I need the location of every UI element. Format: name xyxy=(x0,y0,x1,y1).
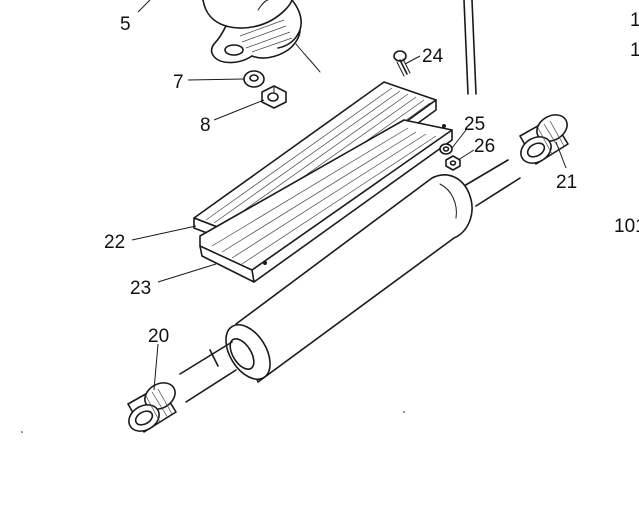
silencer-tube xyxy=(179,159,521,403)
vertical-rod xyxy=(463,0,477,95)
part-25-washer xyxy=(439,143,453,155)
part-24-bolt xyxy=(393,50,411,77)
part-21-sleeve xyxy=(519,114,569,165)
leader-22 xyxy=(131,225,197,241)
leader-24 xyxy=(404,55,421,65)
leader-20 xyxy=(153,343,159,391)
leader-21 xyxy=(555,141,567,169)
callout-26: 26 xyxy=(474,136,495,157)
part-7-washer xyxy=(243,70,265,88)
leader-5 xyxy=(137,0,151,13)
callout-edge-mid: 1 xyxy=(630,40,639,61)
leader-8 xyxy=(213,99,265,121)
callout-8: 8 xyxy=(200,115,211,136)
leader-25 xyxy=(451,129,467,149)
part-23-plate xyxy=(199,119,453,283)
callout-21: 21 xyxy=(556,172,577,193)
callout-7: 7 xyxy=(173,72,184,93)
callout-25: 25 xyxy=(464,114,485,135)
leader-23 xyxy=(157,263,217,283)
part-8-nut xyxy=(261,85,287,109)
part-20-sleeve xyxy=(127,382,177,433)
callout-5: 5 xyxy=(120,14,131,35)
leader-7 xyxy=(187,78,245,81)
part-26-nut xyxy=(445,155,461,171)
callout-23: 23 xyxy=(130,278,151,299)
callout-20: 20 xyxy=(148,326,169,347)
callout-edge-top: 1 xyxy=(630,10,639,31)
leader-26 xyxy=(457,149,475,161)
callout-edge-101: 101 xyxy=(614,216,639,237)
callout-24: 24 xyxy=(422,46,444,67)
callout-22: 22 xyxy=(104,232,125,253)
clamp-bracket xyxy=(202,0,321,73)
